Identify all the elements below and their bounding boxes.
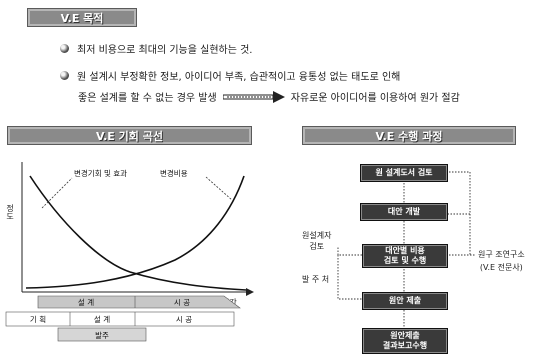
- process-step-4-text: 원안 제출: [388, 296, 422, 305]
- x-axis-arrow-icon: [246, 288, 254, 296]
- curve-label-2-leader: [205, 176, 233, 201]
- phase-mid-design: 설 계: [94, 314, 110, 324]
- phase-mid-planning: 기 획: [30, 314, 46, 324]
- bullet-text-1: 최저 비용으로 최대의 기능을 실현하는 것.: [77, 45, 253, 56]
- process-step-3: 대안별 비용 검토 및 수행: [362, 244, 448, 268]
- side-label-designer: 원설계자 검토: [302, 231, 332, 251]
- bullet-text-2: 원 설계시 부정확한 정보, 아이디어 부족, 습관적이고 융통성 없는 태도로…: [77, 72, 401, 83]
- bullet-icon: [60, 44, 69, 53]
- right-arrow-icon: [222, 90, 285, 103]
- continuation-left-text: 좋은 설계를 할 수 없는 경우 발생: [78, 93, 217, 104]
- y-axis-label: 정도: [6, 203, 15, 220]
- phase-top-design: 설 계: [78, 297, 94, 307]
- continuation-right-text: 자유로운 아이디어를 이용하여 원가 절감: [290, 93, 460, 104]
- process-step-3-text: 대안별 비용 검토 및 수행: [383, 246, 427, 265]
- phase-bar-bottom: 발주: [57, 327, 147, 342]
- side-label-client: 발 주 처: [302, 275, 330, 284]
- curve-label-1: 변경기회 및 효과: [74, 168, 127, 178]
- process-step-2: 대안 개발: [360, 203, 448, 221]
- process-step-1: 원 설계도서 검토: [360, 164, 448, 182]
- opportunity-effect-curve: [29, 175, 247, 291]
- purpose-header-text: V.E 목적: [60, 11, 104, 25]
- bullet-item-2: 원 설계시 부정확한 정보, 아이디어 부족, 습관적이고 융통성 없는 태도로…: [60, 68, 400, 83]
- purpose-header: V.E 목적: [27, 8, 137, 27]
- process-step-4: 원안 제출: [362, 292, 448, 310]
- phase-bottom-order: 발주: [95, 331, 109, 340]
- curve-label-1-leader: [41, 177, 73, 209]
- change-cost-curve: [25, 175, 245, 289]
- process-header-text: V.E 수행 과정: [375, 129, 443, 143]
- curve-label-2: 변경비용: [160, 168, 188, 178]
- bullet-item-1: 최저 비용으로 최대의 기능을 실현하는 것.: [60, 41, 252, 56]
- phase-mid-construction: 시 공: [176, 315, 192, 324]
- opportunity-curve-header-text: V.E 기회 곡선: [96, 129, 163, 143]
- process-step-5: 원안제출 결과보고수행: [362, 328, 448, 354]
- side-label-consultant: 원구 조연구소 (V.E 전문사): [478, 250, 525, 272]
- opportunity-curve-diagram: 정도 시간 변경기회 및 효과 변경비용 설 계 시 공 기 획 설 계 시 공…: [5, 162, 254, 342]
- bullet-icon: [60, 71, 69, 80]
- phase-top-construction: 시 공: [174, 298, 190, 307]
- process-header: V.E 수행 과정: [302, 126, 516, 145]
- process-step-1-text: 원 설계도서 검토: [375, 168, 433, 177]
- process-step-2-text: 대안 개발: [387, 207, 421, 216]
- bullet-continuation: 좋은 설계를 할 수 없는 경우 발생 자유로운 아이디어를 이용하여 원가 절…: [78, 89, 460, 104]
- process-step-5-text: 원안제출 결과보고수행: [382, 331, 428, 350]
- phase-bar-top: 설 계 시 공: [37, 295, 241, 309]
- opportunity-curve-header: V.E 기회 곡선: [7, 126, 252, 145]
- phase-bar-middle: 기 획 설 계 시 공: [5, 311, 235, 327]
